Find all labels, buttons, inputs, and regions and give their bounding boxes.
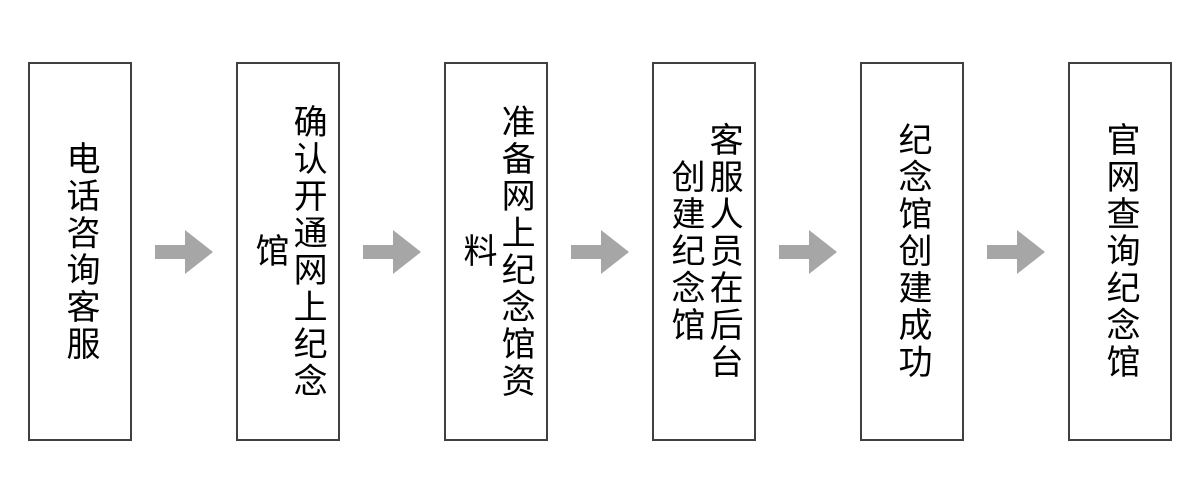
flowchart-sequence: 电话咨询客服 确认开通网上纪念馆 准备网上纪念馆资料 客服人员在后台创建纪念馆	[28, 62, 1172, 441]
process-box-step-4[interactable]: 客服人员在后台创建纪念馆	[652, 62, 756, 441]
connector-arrow-5	[984, 62, 1048, 441]
connector-arrow-3	[568, 62, 632, 441]
connector-arrow-2	[360, 62, 424, 441]
process-box-step-6[interactable]: 官网查询纪念馆	[1068, 62, 1172, 441]
process-box-step-1[interactable]: 电话咨询客服	[28, 62, 132, 441]
process-box-step-5[interactable]: 纪念馆创建成功	[860, 62, 964, 441]
connector-arrow-1	[152, 62, 216, 441]
arrow-right-icon	[571, 229, 629, 274]
process-box-label: 电话咨询客服	[60, 140, 101, 363]
process-box-label: 确认开通网上纪念馆	[249, 103, 328, 400]
arrow-right-icon	[987, 229, 1045, 274]
process-box-step-2[interactable]: 确认开通网上纪念馆	[236, 62, 340, 441]
arrow-right-icon	[363, 229, 421, 274]
process-box-label: 官网查询纪念馆	[1100, 122, 1141, 381]
connector-arrow-4	[776, 62, 840, 441]
arrow-right-icon	[779, 229, 837, 274]
process-box-label: 纪念馆创建成功	[892, 122, 933, 381]
arrow-right-icon	[155, 229, 213, 274]
process-box-label: 准备网上纪念馆资料	[457, 103, 536, 400]
process-box-label: 客服人员在后台创建纪念馆	[665, 122, 744, 381]
process-box-step-3[interactable]: 准备网上纪念馆资料	[444, 62, 548, 441]
